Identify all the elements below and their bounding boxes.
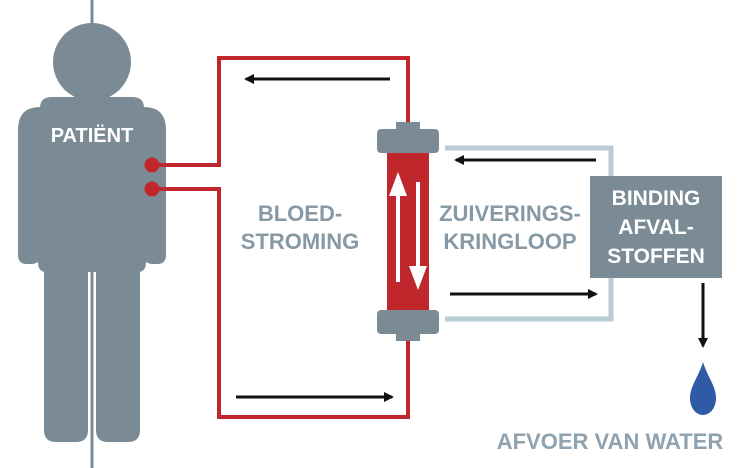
filter-cartridge-icon xyxy=(377,122,439,341)
binding-label-line1: BINDING xyxy=(612,187,701,210)
water-drain-label: AFVOER VAN WATER xyxy=(497,429,724,454)
binding-label-line2: AFVAL- xyxy=(618,216,693,239)
purification-label-line1: ZUIVERINGS- xyxy=(439,201,581,226)
purification-label-line2: KRINGLOOP xyxy=(443,229,576,254)
purification-loop xyxy=(445,145,614,176)
water-drop-icon xyxy=(690,362,716,415)
bloodflow-label-line2: STROMING xyxy=(241,229,360,254)
bloodflow-label-line1: BLOED- xyxy=(258,201,342,226)
blood-line-top xyxy=(152,56,410,167)
binding-label-line3: STOFFEN xyxy=(607,245,705,268)
binding-box xyxy=(590,176,722,278)
blood-line-bottom xyxy=(152,187,410,419)
patient-label: PATIËNT xyxy=(51,124,134,147)
patient-figure xyxy=(18,23,166,442)
purification-loop-return xyxy=(445,278,614,322)
